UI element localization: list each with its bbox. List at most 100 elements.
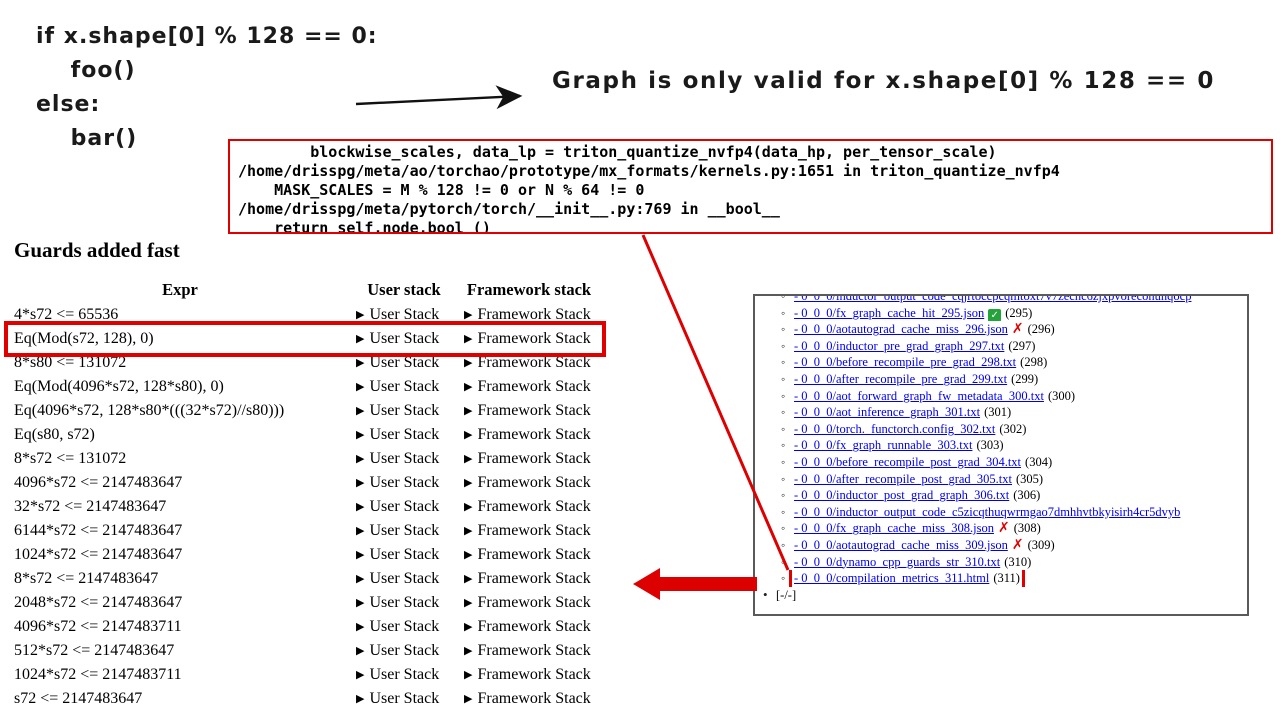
framework-stack-toggle[interactable]: ▶Framework Stack [458, 618, 600, 636]
col-header-framework-stack: Framework stack [466, 279, 592, 299]
guard-row: 1024*s72 <= 2147483647 ▶User Stack ▶Fram… [10, 543, 600, 567]
col-header-expr: Expr [162, 279, 198, 299]
file-link[interactable]: - 0_0_0/after_recompile_pre_grad_299.txt [794, 371, 1008, 386]
user-stack-toggle[interactable]: ▶User Stack [350, 570, 458, 588]
file-link[interactable]: - 0_0_0/after_recompile_post_grad_305.tx… [794, 471, 1012, 486]
framework-stack-label: Framework Stack [477, 690, 591, 707]
stack-trace-line: /home/drisspg/meta/ao/torchao/prototype/… [238, 162, 1060, 180]
framework-stack-toggle[interactable]: ▶Framework Stack [458, 498, 600, 516]
user-stack-label: User Stack [369, 642, 440, 659]
file-link[interactable]: - 0_0_0/inductor_output_code_cqjrtoccpcq… [794, 294, 1192, 303]
user-stack-label: User Stack [369, 570, 440, 587]
guard-row: Eq(Mod(s72, 128), 0) ▶User Stack ▶Framew… [4, 321, 606, 357]
user-stack-toggle[interactable]: ▶ User Stack [350, 642, 458, 660]
guard-row: s72 <= 2147483647 ▶User Stack ▶Framework… [10, 687, 600, 711]
framework-stack-toggle[interactable]: ▶Framework Stack [458, 570, 600, 588]
file-list-item: ◦- 0_0_0/aot_inference_graph_301.txt(301… [755, 404, 1247, 421]
file-link[interactable]: - 0_0_0/aot_inference_graph_301.txt [794, 405, 981, 420]
user-stack-toggle[interactable]: ▶User Stack [350, 618, 458, 636]
file-item-content: - 0_0_0/fx_graph_cache_hit_295.json✓(295… [794, 305, 1032, 322]
expand-triangle-icon: ▶ [464, 525, 473, 537]
file-count: (299) [1011, 371, 1039, 386]
file-link[interactable]: - 0_0_0/fx_graph_cache_hit_295.json [794, 305, 985, 320]
framework-stack-toggle[interactable]: ▶Framework Stack [458, 474, 600, 492]
framework-stack-toggle[interactable]: ▶Framework Stack [458, 642, 600, 660]
user-stack-toggle[interactable]: ▶User Stack [350, 354, 458, 372]
expand-triangle-icon: ▶ [356, 405, 365, 417]
guard-row: 32*s72 <= 2147483647 ▶User Stack ▶Framew… [10, 495, 600, 519]
framework-stack-toggle[interactable]: ▶Framework Stack [458, 450, 600, 468]
user-stack-toggle[interactable]: ▶User Stack [350, 306, 458, 324]
file-list-item: ◦- 0_0_0/after_recompile_pre_grad_299.tx… [755, 371, 1247, 388]
framework-stack-toggle[interactable]: ▶Framework Stack [458, 666, 600, 684]
user-stack-label: User Stack [369, 450, 440, 467]
file-list-item: ◦- 0_0_0/after_recompile_post_grad_305.t… [755, 471, 1247, 488]
file-list-item: ◦- 0_0_0/aotautograd_cache_miss_296.json… [755, 321, 1247, 338]
user-stack-toggle[interactable]: ▶User Stack [350, 690, 458, 708]
expand-triangle-icon: ▶ [464, 693, 473, 705]
guard-row: 4096*s72 <= 2147483711 ▶User Stack ▶Fram… [10, 615, 600, 639]
user-stack-toggle[interactable]: ▶User Stack [350, 498, 458, 516]
user-stack-toggle[interactable]: ▶User Stack [350, 330, 458, 348]
file-link[interactable]: - 0_0_0/inductor_output_code_c5zicqthuqw… [794, 504, 1181, 519]
expand-triangle-icon: ▶ [356, 645, 365, 657]
guard-row: 2048*s72 <= 2147483647 ▶User Stack ▶Fram… [10, 591, 600, 615]
file-item-content: - 0_0_0/inductor_output_code_c5zicqthuqw… [794, 505, 1184, 519]
framework-stack-toggle[interactable]: ▶Framework Stack [458, 306, 600, 324]
file-link[interactable]: - 0_0_0/aotautograd_cache_miss_309.json [794, 537, 1008, 552]
bullet-icon: ◦ [781, 521, 786, 536]
file-link[interactable]: - 0_0_0/before_recompile_post_grad_304.t… [794, 454, 1022, 469]
file-link[interactable]: - 0_0_0/dynamo_cpp_guards_str_310.txt [794, 554, 1001, 569]
framework-stack-toggle[interactable]: ▶Framework Stack [458, 522, 600, 540]
file-item-content: - 0_0_0/compilation_metrics_311.html(311… [789, 570, 1025, 587]
framework-stack-toggle[interactable]: ▶Framework Stack [458, 354, 600, 372]
user-stack-toggle[interactable]: ▶User Stack [350, 474, 458, 492]
file-list-item: ◦- 0_0_0/torch._functorch.config_302.txt… [755, 421, 1247, 438]
user-stack-toggle[interactable]: ▶User Stack [350, 666, 458, 684]
user-stack-label: User Stack [369, 306, 440, 323]
file-link[interactable]: - 0_0_0/aot_forward_graph_fw_metadata_30… [794, 388, 1044, 403]
user-stack-toggle[interactable]: ▶User Stack [350, 522, 458, 540]
status-icon: ✗ [1011, 321, 1024, 338]
bullet-icon: ◦ [781, 294, 786, 303]
guard-expr: 8*s80 <= 131072 [14, 354, 127, 371]
guard-expr: 32*s72 <= 2147483647 [14, 498, 167, 515]
file-count: (297) [1008, 338, 1036, 353]
user-stack-label: User Stack [369, 594, 440, 611]
expand-triangle-icon: ▶ [464, 669, 473, 681]
user-stack-label: User Stack [369, 474, 440, 491]
user-stack-toggle[interactable]: ▶User Stack [350, 402, 458, 420]
file-link[interactable]: - 0_0_0/fx_graph_runnable_303.txt [794, 438, 973, 453]
guard-expr: 512*s72 <= 2147483647 [14, 642, 175, 659]
expand-triangle-icon: ▶ [356, 525, 365, 537]
file-link[interactable]: - 0_0_0/aotautograd_cache_miss_296.json [794, 322, 1008, 337]
user-stack-toggle[interactable]: ▶User Stack [350, 426, 458, 444]
file-link[interactable]: - 0_0_0/torch._functorch.config_302.txt [794, 421, 996, 436]
file-item-content: - 0_0_0/aotautograd_cache_miss_296.json✗… [794, 321, 1055, 338]
framework-stack-toggle[interactable]: ▶Framework Stack [458, 330, 600, 348]
stack-trace-line: /home/drisspg/meta/pytorch/torch/__init_… [238, 200, 780, 218]
black-arrow [355, 85, 523, 110]
framework-stack-toggle[interactable]: ▶Framework Stack [458, 594, 600, 612]
framework-stack-toggle[interactable]: ▶ Framework Stack [458, 690, 600, 708]
bullet-icon: ◦ [781, 504, 786, 519]
file-link[interactable]: - 0_0_0/before_recompile_pre_grad_298.tx… [794, 355, 1017, 370]
file-link[interactable]: - 0_0_0/inductor_pre_grad_graph_297.txt [794, 338, 1005, 353]
file-link[interactable]: - 0_0_0/fx_graph_cache_miss_308.json [794, 521, 994, 536]
expand-triangle-icon: ▶ [356, 621, 365, 633]
framework-stack-toggle[interactable]: ▶Framework Stack [458, 426, 600, 444]
framework-stack-toggle[interactable]: ▶Framework Stack [458, 402, 600, 420]
user-stack-toggle[interactable]: ▶User Stack [350, 450, 458, 468]
file-item-content: - 0_0_0/aotautograd_cache_miss_309.json✗… [794, 537, 1055, 553]
framework-stack-toggle[interactable]: ▶Framework Stack [458, 546, 600, 564]
expand-triangle-icon: ▶ [464, 477, 473, 489]
file-link[interactable]: - 0_0_0/compilation_metrics_311.html [794, 571, 990, 586]
user-stack-toggle[interactable]: ▶User Stack [350, 546, 458, 564]
expand-triangle-icon: ▶ [356, 549, 365, 561]
user-stack-toggle[interactable]: ▶ User Stack [350, 594, 458, 612]
expand-triangle-icon: ▶ [356, 597, 365, 609]
expand-triangle-icon: ▶ [356, 693, 365, 705]
file-link[interactable]: - 0_0_0/inductor_post_grad_graph_306.txt [794, 488, 1010, 503]
user-stack-toggle[interactable]: ▶User Stack [350, 378, 458, 396]
framework-stack-toggle[interactable]: ▶Framework Stack [458, 378, 600, 396]
